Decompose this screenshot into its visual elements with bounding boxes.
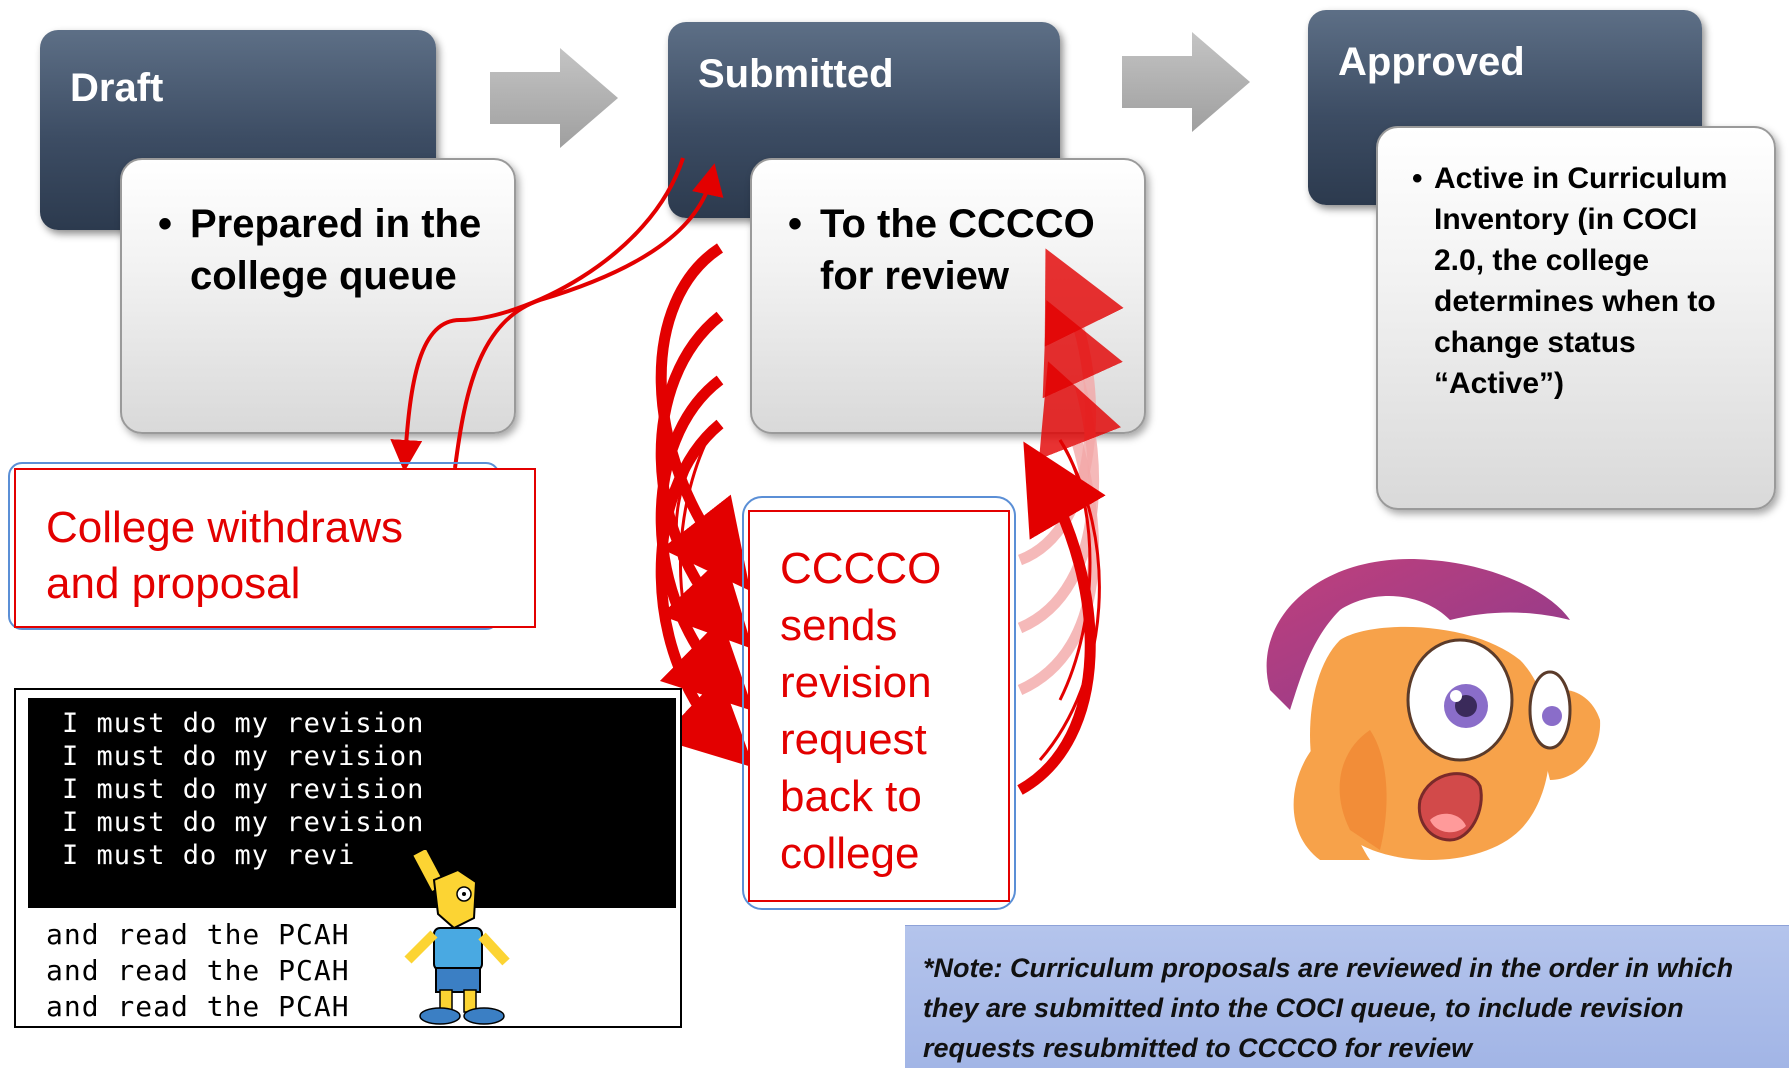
arrow-right-icon bbox=[490, 48, 618, 148]
cartoon-boy-illustration bbox=[404, 850, 510, 1025]
chalk-line: I must do my revision bbox=[62, 741, 425, 772]
stage-approved-body: Active in Curriculum Inventory (in COCI … bbox=[1376, 126, 1776, 510]
footnote: *Note: Curriculum proposals are reviewed… bbox=[905, 925, 1789, 1068]
pcah-line: and read the PCAH bbox=[46, 918, 350, 951]
chalkboard-image: I must do my revision I must do my revis… bbox=[14, 688, 682, 1028]
arrow-right-icon bbox=[1122, 32, 1250, 132]
pcah-line: and read the PCAH bbox=[46, 990, 350, 1023]
footnote-text: *Note: Curriculum proposals are reviewed… bbox=[923, 953, 1734, 1063]
stage-approved-bullet: Active in Curriculum Inventory (in COCI … bbox=[1412, 158, 1754, 404]
pcah-line: and read the PCAH bbox=[46, 954, 350, 987]
chalk-line: I must do my revision bbox=[62, 807, 425, 838]
revision-box: CCCCO sends revision request back to col… bbox=[748, 510, 1010, 902]
stage-approved-title: Approved bbox=[1338, 40, 1525, 84]
revision-box-text: CCCCO sends revision request back to col… bbox=[780, 544, 942, 878]
chalk-line: I must do my revision bbox=[62, 708, 425, 739]
withdraw-box: College withdraws and proposal bbox=[14, 468, 536, 628]
stage-draft-title: Draft bbox=[70, 66, 164, 110]
shocked-pony-illustration bbox=[1266, 559, 1601, 860]
withdraw-box-text: College withdraws and proposal bbox=[46, 503, 404, 608]
stage-draft-bullet: Prepared in the college queue bbox=[158, 198, 498, 302]
chalk-line: I must do my revision bbox=[62, 774, 425, 805]
stage-submitted-title: Submitted bbox=[698, 52, 894, 96]
chalk-line: I must do my revi bbox=[62, 840, 356, 871]
stage-submitted-bullet: To the CCCCO for review bbox=[788, 198, 1128, 302]
revision-box-outline bbox=[742, 496, 1016, 910]
chalkboard: I must do my revision I must do my revis… bbox=[28, 698, 676, 908]
stage-draft-body: Prepared in the college queue bbox=[120, 158, 516, 434]
